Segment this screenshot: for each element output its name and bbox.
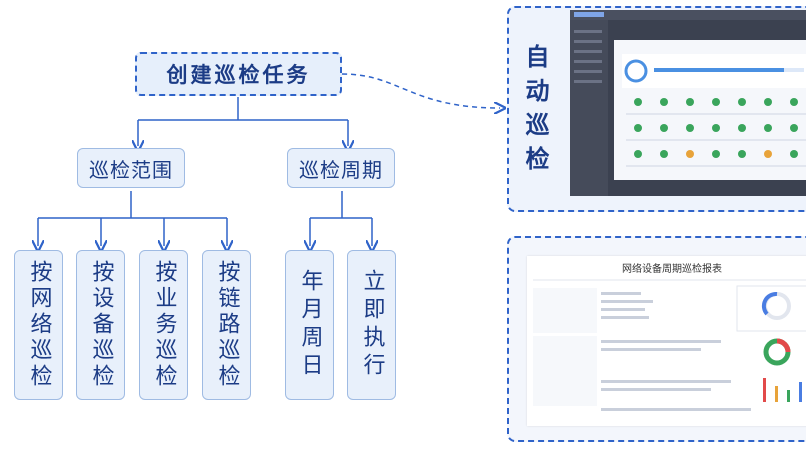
- report-preview: 网络设备周期巡检报表: [527, 256, 806, 426]
- leaf-by-service-label: 按业务巡检: [151, 260, 177, 390]
- report-body-image: [533, 279, 806, 411]
- report-title: 网络设备周期巡检报表: [622, 264, 722, 275]
- leaf-periodic: 年月周日: [285, 250, 334, 400]
- leaf-periodic-label: 年月周日: [297, 269, 323, 381]
- scope-node: 巡检范围: [77, 148, 185, 188]
- auto-inspection-label: 自动巡检: [521, 44, 549, 180]
- leaf-immediate: 立即执行: [347, 250, 396, 400]
- leaf-by-device-label: 按设备巡检: [88, 260, 114, 390]
- cycle-node: 巡检周期: [287, 148, 395, 188]
- leaf-by-link: 按链路巡检: [202, 250, 251, 400]
- app-screenshot-image: [570, 10, 806, 196]
- cycle-label: 巡检周期: [299, 157, 383, 182]
- leaf-by-network: 按网络巡检: [14, 250, 63, 400]
- create-task-label: 创建巡检任务: [166, 63, 311, 87]
- auto-inspection-screenshot: [570, 10, 806, 196]
- leaf-by-device: 按设备巡检: [76, 250, 125, 400]
- scope-label: 巡检范围: [89, 157, 173, 182]
- leaf-by-link-label: 按链路巡检: [214, 260, 240, 390]
- leaf-by-network-label: 按网络巡检: [26, 260, 52, 390]
- create-task-node: 创建巡检任务: [135, 52, 342, 96]
- leaf-immediate-label: 立即执行: [359, 269, 385, 381]
- leaf-by-service: 按业务巡检: [139, 250, 188, 400]
